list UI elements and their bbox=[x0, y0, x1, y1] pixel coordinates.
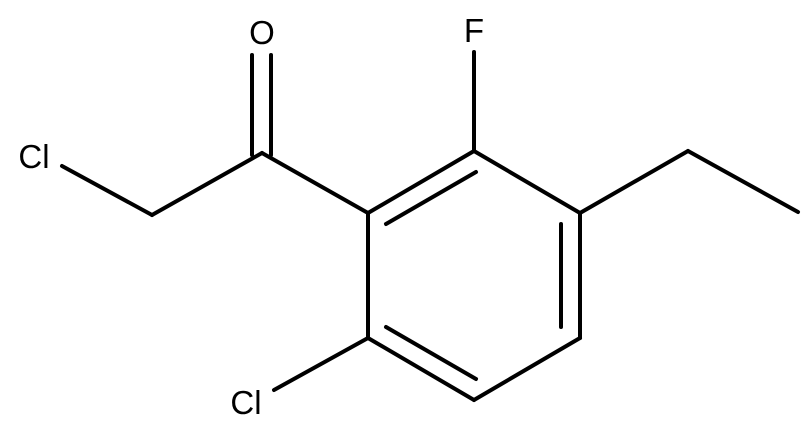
ring-bond-c5-c6 bbox=[366, 336, 476, 402]
ring-bond-c1-c2-inner bbox=[384, 170, 478, 226]
bond-ring-ethyl-1 bbox=[578, 149, 690, 215]
ring-bond-c4-c5 bbox=[472, 336, 582, 402]
ring-bond-c5-c6-inner bbox=[384, 325, 478, 381]
bond-ring-cl bbox=[272, 336, 370, 392]
chlorine-bottom-label: Cl bbox=[230, 384, 261, 421]
oxygen-label: O bbox=[249, 14, 275, 51]
bond-carbonyl-ch2 bbox=[150, 151, 264, 217]
bond-ch2-cl bbox=[60, 164, 154, 217]
ring-bond-c1-c2 bbox=[366, 149, 476, 215]
bond-ring-ethyl-2 bbox=[686, 149, 800, 214]
fluorine-label: F bbox=[464, 12, 484, 49]
chlorine-left-label: Cl bbox=[18, 138, 49, 175]
bond-carbonyl-ring bbox=[260, 151, 370, 215]
ring-bond-c2-c3 bbox=[472, 149, 582, 215]
